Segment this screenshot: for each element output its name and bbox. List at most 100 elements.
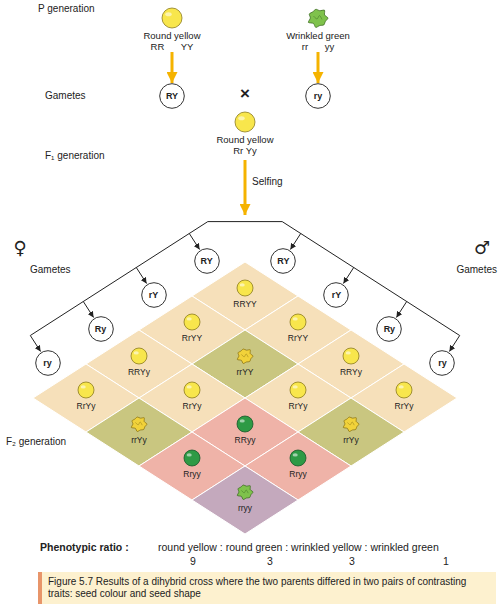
selfing-arrow — [244, 160, 247, 215]
pea-seed — [184, 450, 200, 466]
pea-highlight — [165, 12, 171, 16]
pea-wrinkle — [241, 354, 248, 357]
pea-wrinkle — [241, 490, 248, 493]
pea-seed — [237, 485, 253, 500]
gamete-ring — [35, 350, 60, 375]
gamete-text: Ry — [384, 324, 396, 334]
pea-highlight — [240, 283, 245, 286]
pea-highlight — [134, 351, 139, 354]
gamete-arrow — [396, 302, 406, 318]
pea-body — [237, 349, 253, 364]
cell-rhombus — [192, 466, 298, 534]
pea-seed — [290, 314, 306, 330]
pea-body — [290, 450, 306, 466]
pea-body — [131, 348, 147, 364]
gamete-circle: RY — [159, 83, 185, 109]
gamete-circle: rY — [323, 282, 349, 308]
seed-label: Round yellow — [216, 134, 273, 145]
ratio-number: 1 — [443, 555, 449, 567]
pea-seed — [237, 349, 253, 364]
pea-body — [396, 382, 412, 398]
punnett-cell: rryy — [192, 466, 298, 534]
pea-highlight — [238, 116, 244, 120]
gamete-ring — [88, 316, 113, 341]
gamete-circle: ry — [305, 83, 331, 109]
pea-seed-box: Round yellowRR YY — [124, 6, 220, 52]
pea-seed — [290, 450, 306, 466]
gamete-ring — [430, 350, 455, 375]
pea-seed-box: Wrinkled greenrr yy — [270, 6, 366, 52]
seed-label: Wrinkled green — [286, 30, 350, 41]
pea-wrinkle — [135, 422, 142, 425]
gamete-arrow — [189, 234, 199, 250]
pea-body — [162, 8, 182, 28]
seed-label: RR YY — [151, 41, 194, 52]
gamete-ring — [271, 248, 296, 273]
ratio-number: 3 — [267, 555, 273, 567]
pea-seed — [308, 9, 328, 27]
pea-seed — [78, 382, 94, 398]
gamete-arrow — [30, 336, 40, 352]
pea-body — [343, 417, 359, 432]
pea-highlight — [293, 317, 298, 320]
pea-highlight — [240, 419, 245, 422]
gamete-circle: RY — [194, 248, 220, 274]
gamete-text: RY — [201, 256, 213, 266]
gamete-circle: rY — [141, 282, 167, 308]
pea-seed — [237, 416, 253, 432]
cell-outline — [192, 466, 298, 534]
pea-body — [235, 112, 255, 132]
row-label: Gametes — [45, 90, 86, 102]
pea-body — [184, 382, 200, 398]
pea-illustration — [230, 110, 260, 134]
gamete-circle: RY — [270, 248, 296, 274]
inheritance-arrow — [317, 52, 320, 83]
gamete-arrow — [449, 336, 459, 352]
ratio-heading: Phenotypic ratio : — [40, 541, 129, 553]
gamete-arrow — [343, 268, 353, 284]
genotype-text: rryy — [192, 503, 298, 513]
pea-body — [237, 416, 253, 432]
gamete-ring — [160, 84, 185, 109]
seed-label: Rr Yy — [233, 145, 257, 156]
pea-seed — [290, 382, 306, 398]
pea-body — [290, 382, 306, 398]
gamete-text: ry — [438, 358, 447, 368]
ratio-text: round yellow : round green : wrinkled ye… — [158, 541, 439, 553]
cross-symbol: × — [240, 84, 250, 104]
pea-body — [308, 9, 328, 27]
pea-body — [184, 450, 200, 466]
pea-wrinkle — [347, 422, 354, 425]
pea-highlight — [293, 453, 298, 456]
pea-body — [290, 314, 306, 330]
pea-seed — [184, 314, 200, 330]
pea-highlight — [81, 385, 86, 388]
gamete-circle: Ry — [376, 316, 402, 342]
gamete-text: ry — [43, 358, 52, 368]
pea-body — [131, 417, 147, 432]
row-label: Gametes — [30, 264, 71, 276]
pea-body — [237, 280, 253, 296]
gamete-circle: ry — [35, 350, 61, 376]
row-label: Gametes — [456, 264, 497, 276]
gamete-arrow — [83, 302, 93, 318]
pea-seed — [184, 382, 200, 398]
gamete-ring — [377, 316, 402, 341]
gamete-ring — [194, 248, 219, 273]
gamete-ring — [141, 282, 166, 307]
pea-seed — [131, 417, 147, 432]
gamete-text: rY — [332, 290, 342, 300]
gamete-text: RY — [277, 256, 289, 266]
pea-illustration — [157, 6, 187, 30]
gamete-text: ry — [314, 91, 323, 101]
pea-seed — [343, 348, 359, 364]
male-symbol: ♂ — [474, 238, 490, 259]
pea-body — [343, 348, 359, 364]
seed-label: rr yy — [302, 41, 334, 52]
pea-highlight — [293, 385, 298, 388]
generation-label: F₁ generation — [45, 150, 105, 162]
gamete-text: rY — [149, 290, 159, 300]
gamete-ring — [324, 282, 349, 307]
gamete-circle: Ry — [88, 316, 114, 342]
